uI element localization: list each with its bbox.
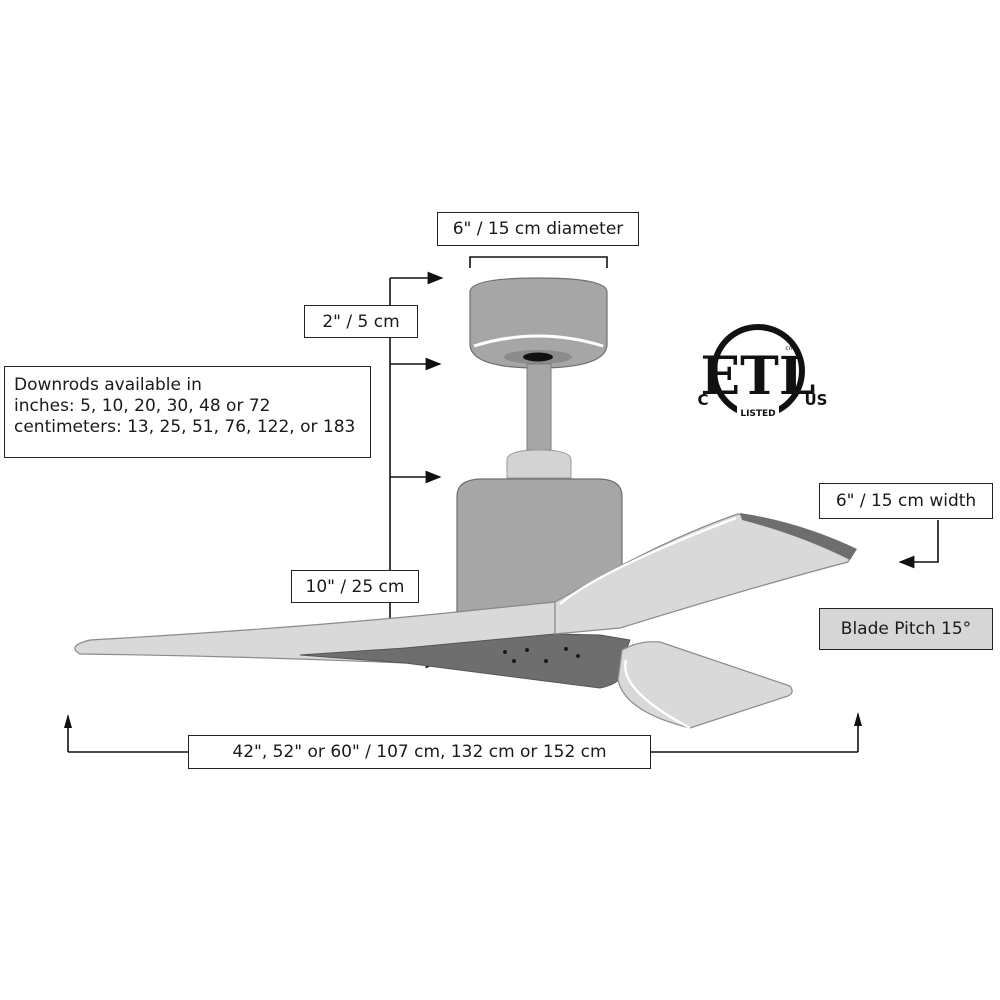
hub-bolts [503, 647, 580, 663]
span-left-arrowhead [64, 714, 72, 728]
etl-mark: ETL [701, 346, 816, 407]
span-label: 42", 52" or 60" / 107 cm, 132 cm or 152 … [188, 735, 651, 769]
canopy-height-label: 2" / 5 cm [304, 305, 418, 338]
motor-housing [456, 478, 623, 613]
blade-width-leader [898, 520, 939, 569]
blade-width-label: 6" / 15 cm width [819, 483, 993, 519]
etl-us-text: US [805, 391, 828, 409]
blade-right-edge [740, 513, 857, 560]
etl-c-text: C [697, 391, 708, 409]
downrods-info-label: Downrods available in inches: 5, 10, 20,… [4, 366, 371, 458]
downrods-line-2: inches: 5, 10, 20, 30, 48 or 72 [14, 396, 271, 416]
downrods-line-3: centimeters: 13, 25, 51, 76, 122, or 183 [14, 417, 356, 437]
etl-listed-logo: ETL LISTED cm C US [697, 324, 828, 419]
fan-height-label: 10" / 25 cm [291, 570, 419, 603]
blade-front-highlight [624, 659, 691, 730]
etl-cm-text: cm [785, 345, 794, 352]
motor-diameter-label: 6" / 15 cm diameter [437, 212, 639, 246]
downrod-coupler [506, 449, 572, 479]
diameter-bracket [469, 256, 608, 268]
downrod [526, 363, 552, 451]
blade-right-highlight [559, 516, 737, 605]
etl-listed-text: LISTED [740, 409, 775, 419]
blade-front [617, 641, 793, 729]
span-right-arrowhead [854, 712, 862, 726]
blade-pitch-label: Blade Pitch 15° [819, 608, 993, 650]
downrods-line-1: Downrods available in [14, 375, 202, 395]
canopy [469, 277, 608, 369]
